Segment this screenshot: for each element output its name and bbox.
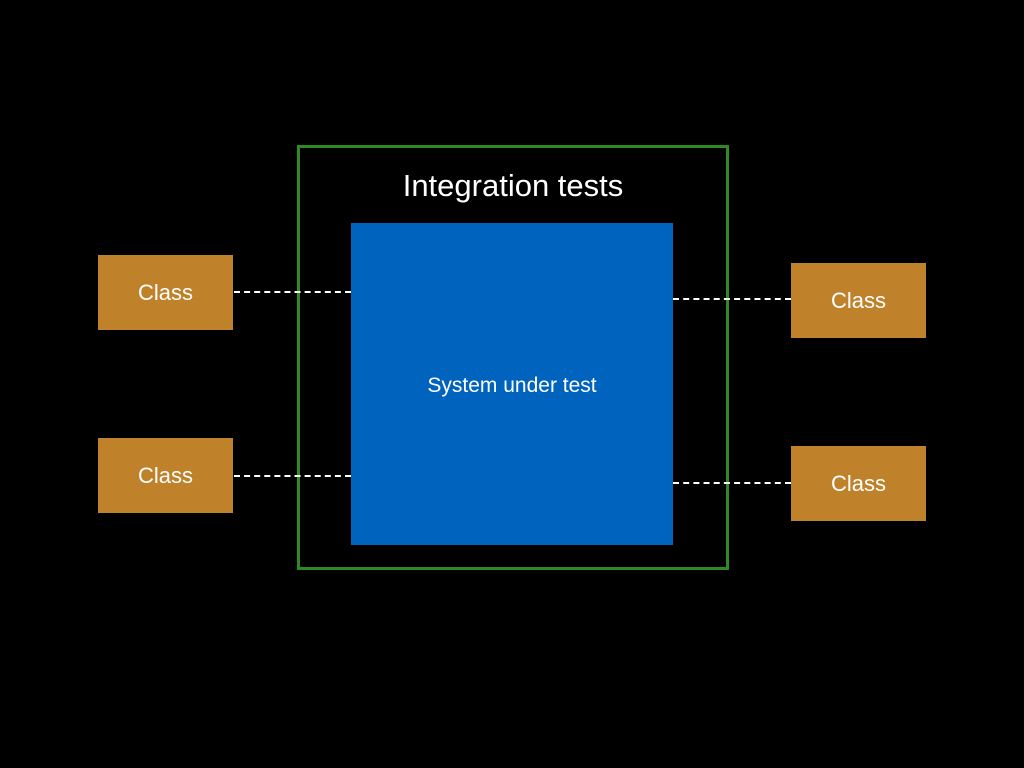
connector-right-bottom: [673, 482, 791, 484]
boundary-title: Integration tests: [402, 168, 624, 203]
connector-left-bottom: [234, 475, 351, 477]
class-box-left-bottom: Class: [98, 438, 233, 513]
system-under-test-box: System under test: [351, 223, 673, 545]
connector-right-top: [673, 298, 791, 300]
connector-left-top: [234, 291, 351, 293]
integration-tests-boundary: [297, 145, 729, 570]
class-label: Class: [830, 470, 886, 496]
class-label: Class: [830, 287, 886, 313]
class-box-right-top: Class: [791, 263, 926, 338]
class-label: Class: [137, 279, 193, 305]
class-label: Class: [137, 462, 193, 488]
class-box-left-top: Class: [98, 255, 233, 330]
class-box-right-bottom: Class: [791, 446, 926, 521]
system-under-test-label: System under test: [427, 374, 597, 397]
